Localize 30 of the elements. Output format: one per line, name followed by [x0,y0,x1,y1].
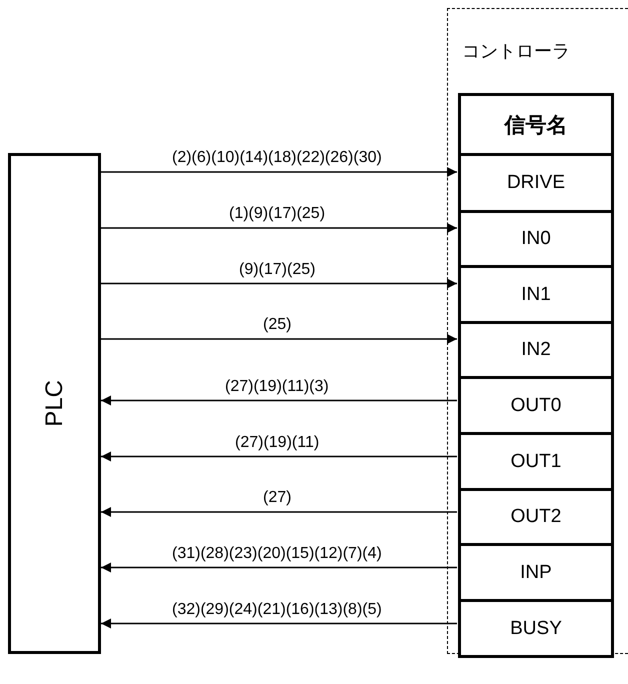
signal-cell: OUT0 [458,376,614,435]
arrow [101,278,457,288]
edge-label: (25) [261,316,294,334]
signal-cell: IN0 [458,210,614,268]
arrow [101,334,457,344]
arrow [101,507,457,517]
edge-label: (27) [261,489,294,507]
signal-cell: INP [458,543,614,602]
signal-cell: OUT1 [458,432,614,491]
arrow [101,223,457,233]
edge-label: (27)(19)(11)(3) [223,378,331,396]
arrow [101,618,457,628]
signal-cell: IN1 [458,265,614,324]
signal-cell: BUSY [458,599,614,658]
controller-label: コントローラ [462,40,570,63]
signal-cell: DRIVE [458,153,614,213]
edge-label: (9)(17)(25) [237,260,318,278]
signal-cell: OUT2 [458,488,614,546]
plc-box: PLC [8,153,101,654]
header-cell: 信号名 [458,93,614,156]
arrow [101,396,457,406]
edge-label: (27)(19)(11) [233,434,322,452]
edge-label: (2)(6)(10)(14)(18)(22)(26)(30) [170,149,384,167]
edge-label: (1)(9)(17)(25) [227,205,328,223]
signal-cell: IN2 [458,321,614,379]
edge-label: (31)(28)(23)(20)(15)(12)(7)(4) [170,544,384,562]
edge-label: (32)(29)(24)(21)(16)(13)(8)(5) [170,600,384,618]
arrow [101,452,457,462]
arrow [101,562,457,572]
arrow [101,167,457,177]
